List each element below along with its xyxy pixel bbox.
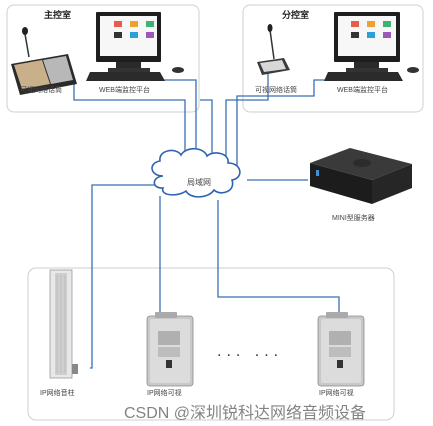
- mini-server-icon: [310, 148, 412, 204]
- main-intercom-label: 可视网络话筒: [20, 87, 62, 94]
- speaker-label: IP网络音柱: [40, 390, 75, 397]
- watermark: CSDN @深圳锐科达网络音频设备: [124, 405, 367, 422]
- sub-intercom-label: 可视网络话筒: [255, 87, 297, 94]
- field-area-box: [27, 267, 395, 421]
- sub-room-title: 分控室: [282, 10, 310, 20]
- network-lines: [73, 72, 340, 369]
- app-tiles: [114, 21, 154, 38]
- intercom-mic-icon: [257, 24, 290, 75]
- main-web-label: WEB端监控平台: [99, 87, 150, 94]
- sub-keyboard-mouse-icon: [324, 67, 419, 81]
- main-room-title: 主控室: [44, 10, 72, 20]
- terminal2-label: IP网络可视: [319, 390, 354, 397]
- terminal1-label: IP网络可视: [147, 390, 182, 397]
- more-devices-ellipsis: ... ...: [217, 343, 284, 360]
- lan-cloud-icon: [151, 147, 241, 198]
- ip-video-terminal-icon-2: [317, 312, 365, 387]
- lan-label: 局域网: [187, 178, 211, 187]
- sub-app-tiles: [351, 21, 391, 38]
- video-intercom-console-icon: [11, 27, 77, 95]
- ip-speaker-column-icon: [49, 269, 78, 379]
- server-label: MINI型服务器: [332, 215, 375, 222]
- sub-web-label: WEB端监控平台: [337, 87, 388, 94]
- keyboard-mouse-icon: [86, 67, 184, 81]
- ip-video-terminal-icon-1: [146, 312, 194, 387]
